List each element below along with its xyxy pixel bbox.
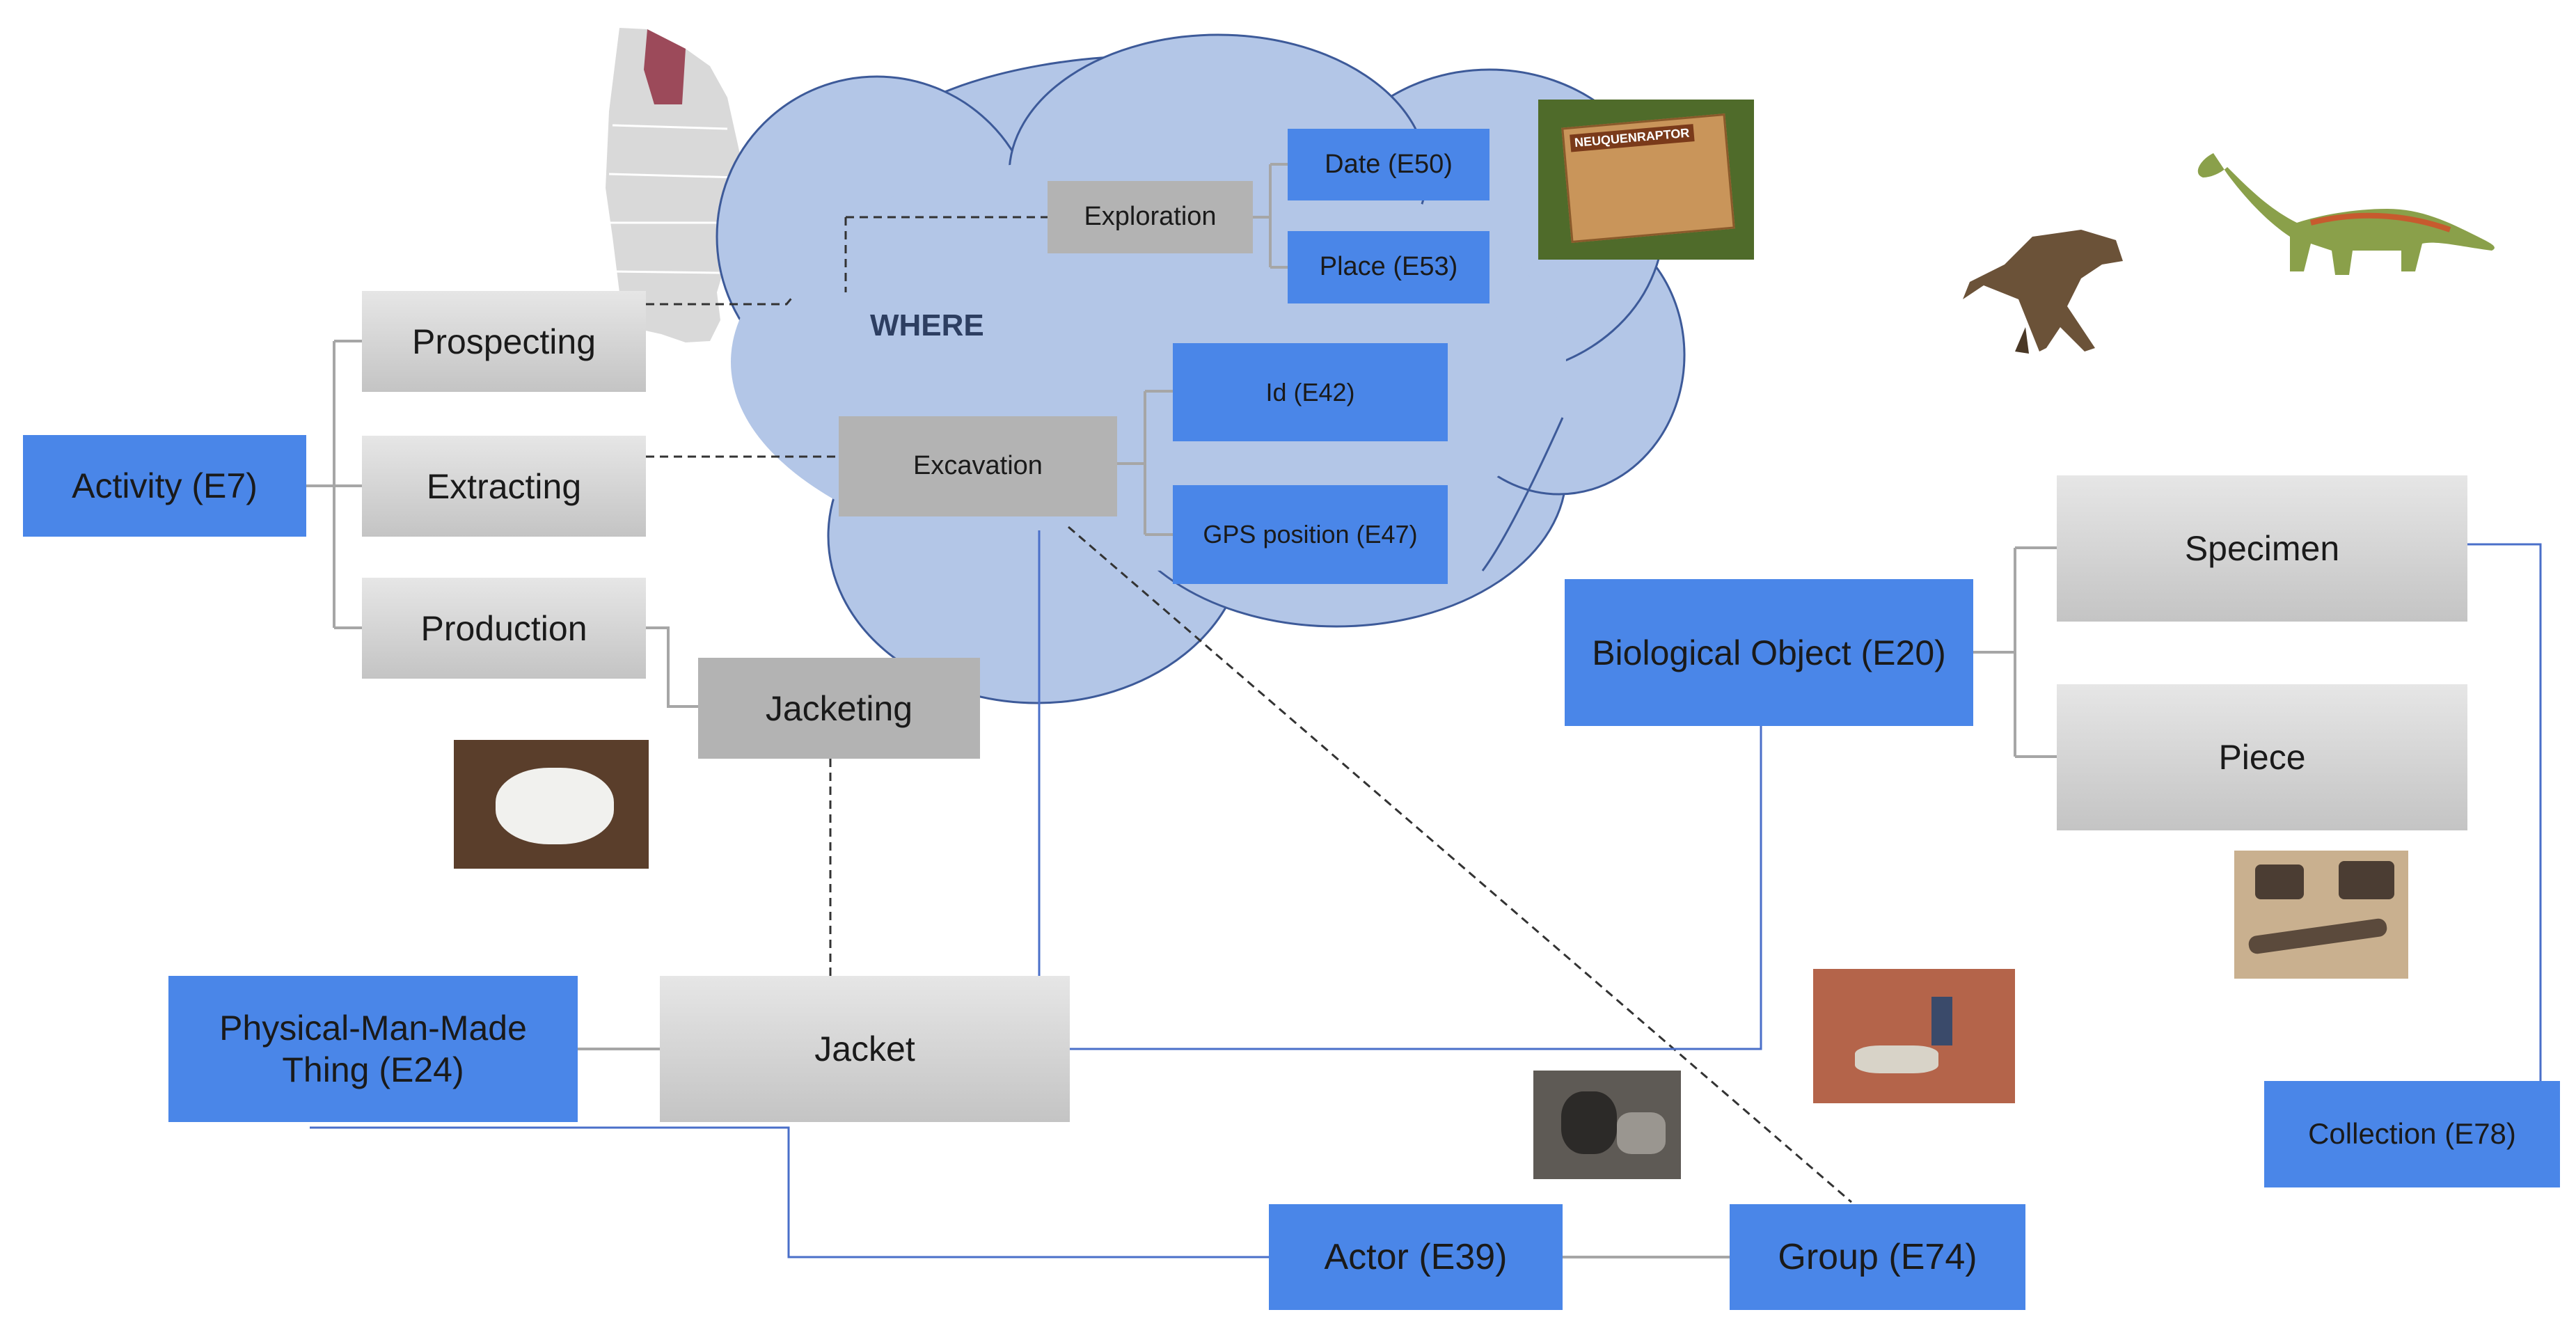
biological-object-box[interactable]: Biological Object (E20): [1565, 579, 1973, 726]
collection-box[interactable]: Collection (E78): [2264, 1081, 2560, 1187]
excavation-site-photo: [1813, 969, 2015, 1103]
sign-title: NEUQUENRAPTOR: [1570, 124, 1695, 152]
dashed-connectors: [646, 216, 1852, 1203]
excavation-box[interactable]: Excavation: [839, 416, 1117, 516]
extracting-box[interactable]: Extracting: [362, 436, 646, 537]
blue-connectors: [310, 530, 2542, 1258]
physical-man-made-thing-box[interactable]: Physical-Man-Made Thing (E24): [168, 976, 578, 1122]
activity-box[interactable]: Activity (E7): [23, 435, 306, 537]
theropod-dinosaur-icon: [1963, 230, 2123, 354]
sauropod-dinosaur-icon: [2197, 153, 2495, 275]
id-box[interactable]: Id (E42): [1173, 343, 1448, 441]
argentina-map-icon: [606, 28, 741, 342]
specimen-box[interactable]: Specimen: [2057, 475, 2467, 622]
neuquenraptor-sign-photo: NEUQUENRAPTOR: [1538, 100, 1754, 260]
jacketing-hands-photo: [454, 740, 649, 869]
exploration-box[interactable]: Exploration: [1048, 181, 1253, 253]
piece-box[interactable]: Piece: [2057, 684, 2467, 830]
group-box[interactable]: Group (E74): [1730, 1204, 2025, 1310]
researcher-photo: [1533, 1071, 1681, 1179]
gps-position-box[interactable]: GPS position (E47): [1173, 485, 1448, 584]
activity-connectors: [306, 163, 2057, 1258]
place-box[interactable]: Place (E53): [1288, 231, 1490, 303]
where-label: WHERE: [870, 308, 984, 342]
production-box[interactable]: Production: [362, 578, 646, 679]
fossil-pieces-photo: [2234, 851, 2408, 979]
jacket-box[interactable]: Jacket: [660, 976, 1070, 1122]
jacketing-box[interactable]: Jacketing: [698, 658, 980, 759]
actor-box[interactable]: Actor (E39): [1269, 1204, 1563, 1310]
prospecting-box[interactable]: Prospecting: [362, 291, 646, 392]
date-box[interactable]: Date (E50): [1288, 129, 1490, 200]
